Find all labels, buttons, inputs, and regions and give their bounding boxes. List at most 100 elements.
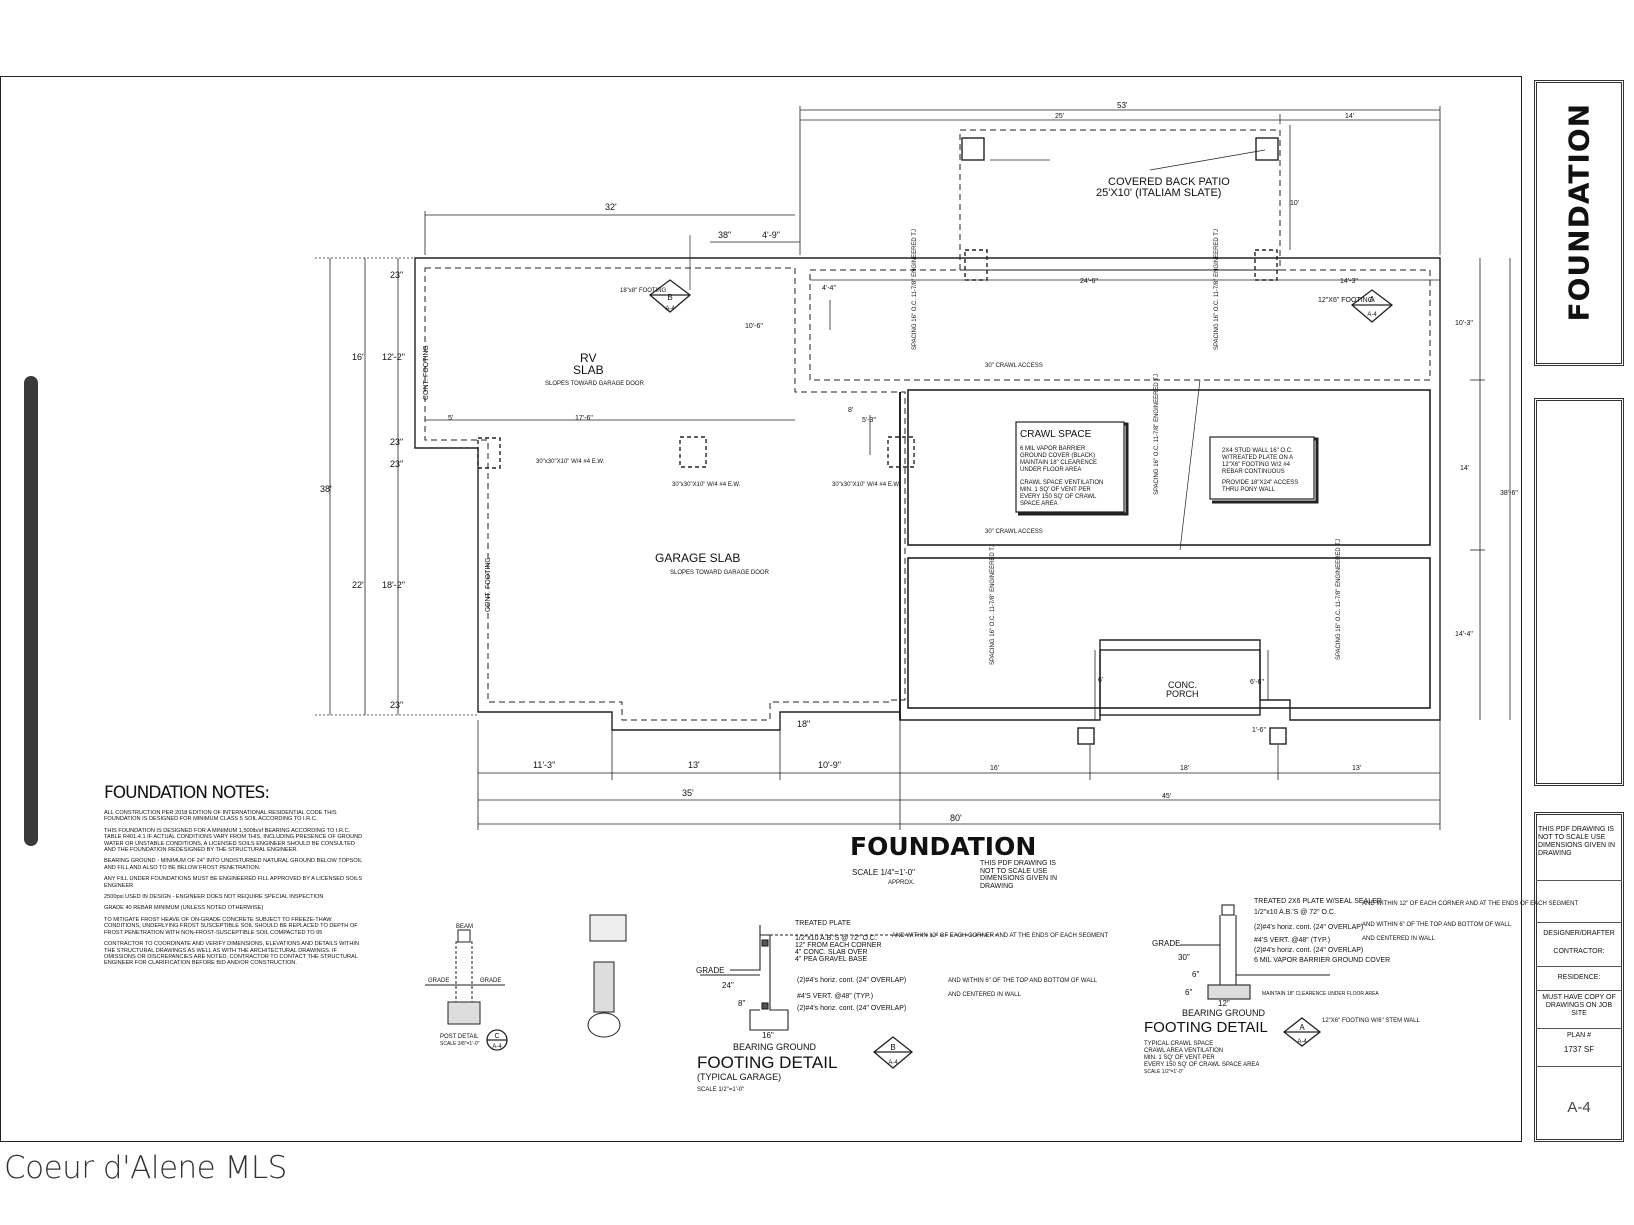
dim: 12" (1218, 999, 1230, 1008)
crawl-access-label: 30" CRAWL ACCESS (985, 363, 1043, 369)
porch-label: CONC. (1168, 680, 1197, 690)
porch-outline (1099, 649, 1261, 716)
tb-divider (1536, 966, 1622, 967)
pier-label: 30"x30"X10" W/4 #4 E.W. (672, 482, 741, 488)
residence-label: RESIDENCE: (1557, 974, 1601, 981)
note-item: ALL CONSTRUCTION PER 2018 EDITION OF INT… (104, 810, 337, 823)
dim: 22' (352, 580, 364, 590)
crawl-box-shadow (1018, 422, 1129, 516)
dim: 10' (1290, 200, 1299, 207)
detail-note: (2)#4's horiz. cont. (24" OVERLAP) (1254, 947, 1363, 954)
patio-outline (959, 129, 1281, 271)
dim: 14' (1460, 465, 1469, 472)
dim: 38'-6" (1500, 490, 1518, 497)
note-item: CONTRACTOR TO COORDINATE AND VERIFY DIME… (104, 941, 359, 967)
callout-sheet: A-4 (492, 1044, 502, 1050)
dim: 14'-3" (1340, 278, 1358, 285)
garage-inner-outline (424, 267, 906, 721)
detail-note: TYPICAL CRAWL SPACE (1144, 1041, 1213, 1047)
patio-post (1255, 137, 1279, 161)
detail-note: AND WITHIN 12" OF EACH CORNER AND AT THE… (1362, 901, 1578, 907)
dim: 18" (797, 719, 810, 729)
cont-footing-label: CONT. FOOTING (423, 345, 430, 400)
detail-note: 1/2"x10 A.B.'S @ 72" O.C. (1254, 909, 1336, 916)
stud-note: 2X4 STUD WALL 16" O.C. (1222, 448, 1293, 454)
dim: 38' (320, 484, 332, 494)
plan-label: PLAN # (1566, 1032, 1592, 1039)
crawl-note: UNDER FLOOR AREA (1020, 467, 1081, 473)
callout-sheet: A-4 (888, 1060, 898, 1066)
pier (679, 436, 707, 468)
plan-sf: 1737 SF (1563, 1045, 1595, 1054)
callout-sheet: A-4 (1367, 312, 1377, 318)
garage-label: GARAGE SLAB (655, 551, 740, 565)
note-item: ANY FILL UNDER FOUNDATIONS MUST BE ENGIN… (104, 876, 363, 889)
dim: 80' (950, 813, 962, 823)
footing-detail-scale: SCALE 1/2"=1'-0" (697, 1087, 744, 1093)
detail-note: (2)#4's horiz. cont. (24" OVERLAP) (797, 977, 906, 984)
detail-note: SCALE 1/2"=1'-0" (1144, 1069, 1184, 1075)
footing-detail-subtitle: (TYPICAL GARAGE) (697, 1072, 781, 1082)
crawl-note: SPACE AREA (1020, 501, 1058, 507)
rv-label: RV (580, 351, 596, 365)
title-block-main (1534, 80, 1624, 366)
patio-pier (1254, 249, 1278, 281)
dim: 53' (1117, 101, 1128, 110)
callout-sheet: A-4 (665, 306, 675, 312)
detail-note: MIN. 1 SQ' OF VENT PER (1144, 1055, 1215, 1061)
stud-box-shadow (1212, 437, 1319, 504)
grade-label: GRADE (480, 978, 501, 984)
dim: 8" (738, 999, 745, 1008)
notes-title: FOUNDATION NOTES: (104, 783, 270, 803)
crawl-note: MIN. 1 SQ' OF VENT PER (1020, 487, 1091, 493)
dim: 14' (1345, 113, 1354, 120)
joist-label: SPACING 16" O.C. 11-7/8" ENGINEERED TJ (990, 544, 996, 665)
detail-note: AND WITHIN 6" OF THE TOP AND BOTTOM OF W… (948, 978, 1098, 984)
garage-footing-detail (700, 925, 1000, 1031)
detail-note: AND CENTERED IN WALL (1362, 936, 1435, 942)
pdf-note: THIS PDF DRAWING IS NOT TO SCALE USE DIM… (1538, 826, 1616, 857)
grade-label: GRADE (1152, 939, 1180, 948)
crawl-space-note-box (1015, 421, 1125, 513)
porch-post (1269, 727, 1287, 745)
detail-note: 4" PEA GRAVEL BASE (795, 956, 867, 963)
scrollbar[interactable] (24, 376, 38, 846)
detail-note: #4'S VERT. @48" (TYP.) (797, 993, 873, 1000)
dim: 35' (682, 788, 694, 798)
crawl-note: MAINTAIN 18" CLEARENCE (1020, 460, 1097, 466)
patio-size-label: 25'X10' (ITALIAM SLATE) (1096, 187, 1221, 199)
post-detail-scale: SCALE 3/8"=1'-0" (440, 1041, 480, 1047)
bearing-ground-label: BEARING GROUND (1182, 1008, 1266, 1018)
crawl-note: 6 MIL VAPOR BARRIER (1020, 446, 1086, 452)
rv-slope-label: SLOPES TOWARD GARAGE DOOR (545, 381, 645, 387)
crawl-zone-3 (907, 557, 1431, 709)
post-detail-title: POST DETAIL (440, 1034, 479, 1040)
detail-note: 12" FROM EACH CORNER (795, 942, 882, 949)
joist-label: SPACING 16" O.C. 11-7/8" ENGINEERED TJ (1154, 374, 1160, 495)
detail-note: MAINTAIN 18" CLEARENCE UNDER FLOOR AREA (1262, 991, 1379, 997)
patio-pier (964, 249, 988, 281)
dim: 23" (390, 437, 403, 447)
dim: 16' (990, 765, 999, 772)
dim: 16" (762, 1031, 774, 1040)
dim: 12'-2" (382, 352, 405, 362)
detail-note: AND WITHIN 6" OF THE TOP AND BOTTOM OF W… (1362, 922, 1512, 928)
joist-label: SPACING 16" O.C. 11-7/8" ENGINEERED TJ (1214, 229, 1220, 350)
dim: 23" (390, 700, 403, 710)
joist-label: SPACING 16" O.C. 11-7/8" ENGINEERED TJ (912, 229, 918, 350)
footing-b-label: 18"x8" FOOTING (620, 288, 667, 294)
drawing-sheet (0, 76, 1522, 1142)
stud-wall-note-box (1209, 436, 1315, 500)
tb-divider (1536, 922, 1622, 923)
dim: 13' (1352, 765, 1361, 772)
detail-note: 4" CONC. SLAB OVER (795, 949, 868, 956)
crawl-access-label: 30" CRAWL ACCESS (985, 529, 1043, 535)
dim: 45' (1162, 793, 1171, 800)
dim: 4'-4" (822, 285, 836, 292)
callout-a-letter: A (1299, 1023, 1305, 1032)
designer-label: DESIGNER/DRAFTER (1543, 930, 1615, 937)
stud-note: REBAR CONTINUOUS (1222, 469, 1285, 475)
foundation-notes: ALL CONSTRUCTION PER 2018 EDITION OF INT… (104, 810, 364, 972)
tb-divider (1536, 1028, 1622, 1029)
patio-label: COVERED BACK PATIO (1108, 176, 1230, 188)
